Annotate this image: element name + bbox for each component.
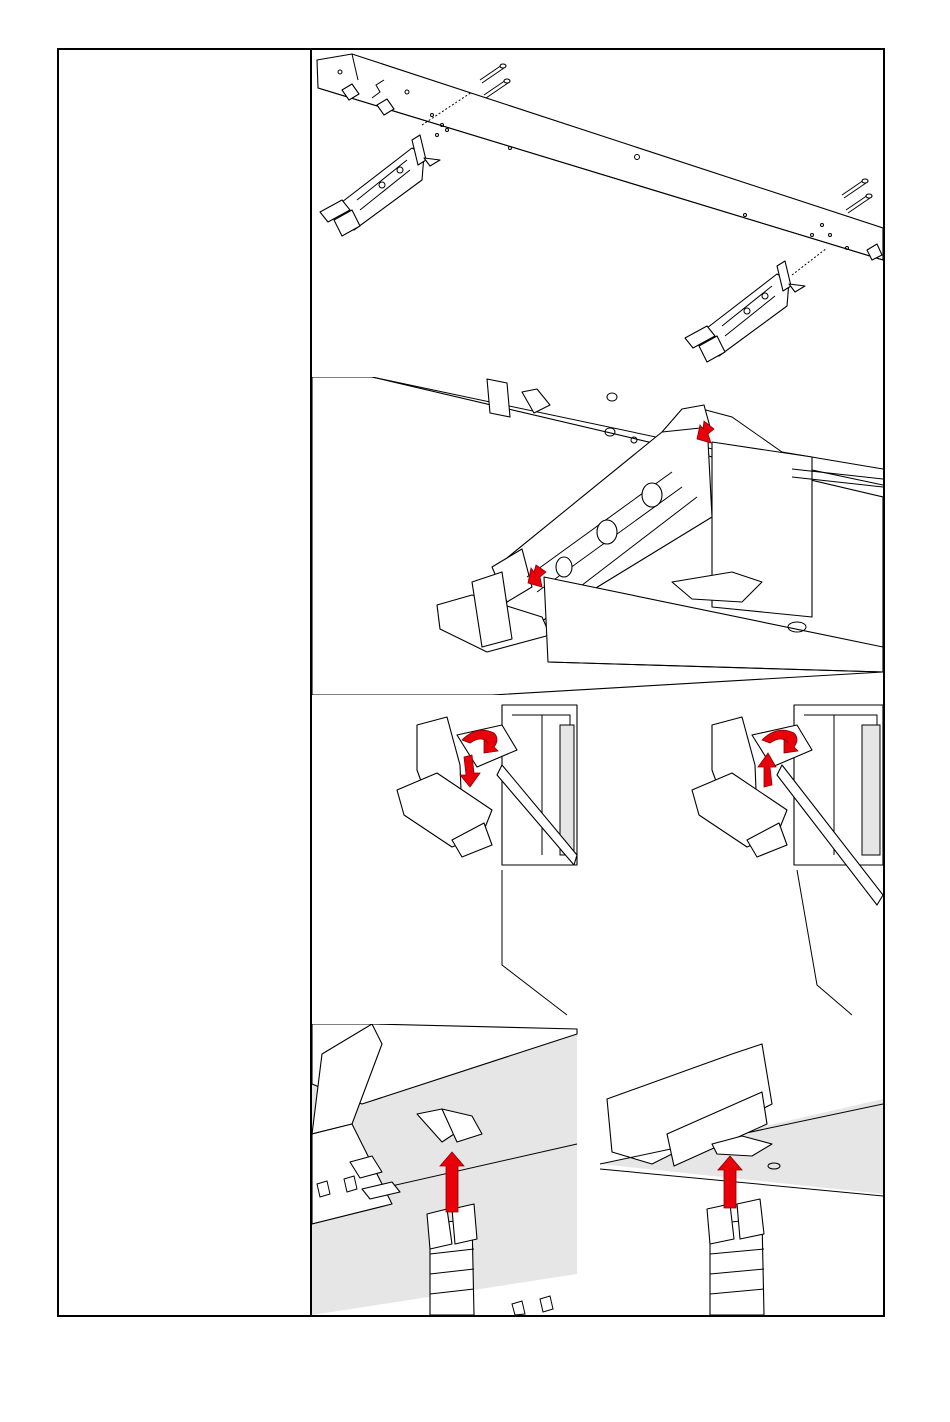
clip-view-right: [600, 1044, 883, 1315]
clip-insertion-drawing: [312, 1024, 883, 1315]
latch-view-left: [397, 705, 577, 1015]
illustration-clip-insertion: [312, 1024, 883, 1315]
illustration-rail-brackets: [312, 50, 883, 378]
clip-view-left: [312, 1024, 577, 1315]
screw-pair-right: [842, 179, 872, 213]
bracket-right: [685, 248, 827, 362]
bracket-closeup-drawing: [312, 377, 883, 695]
illustration-bracket-closeup: [312, 377, 883, 696]
latch-rotation-drawing: [312, 695, 883, 1024]
text-column: [59, 50, 312, 1315]
latch-view-right: [692, 705, 883, 1015]
illustration-latch-rotation: [312, 695, 883, 1025]
instruction-table: [57, 48, 885, 1317]
bracket-left: [320, 135, 440, 236]
rail-brackets-drawing: [312, 50, 883, 377]
